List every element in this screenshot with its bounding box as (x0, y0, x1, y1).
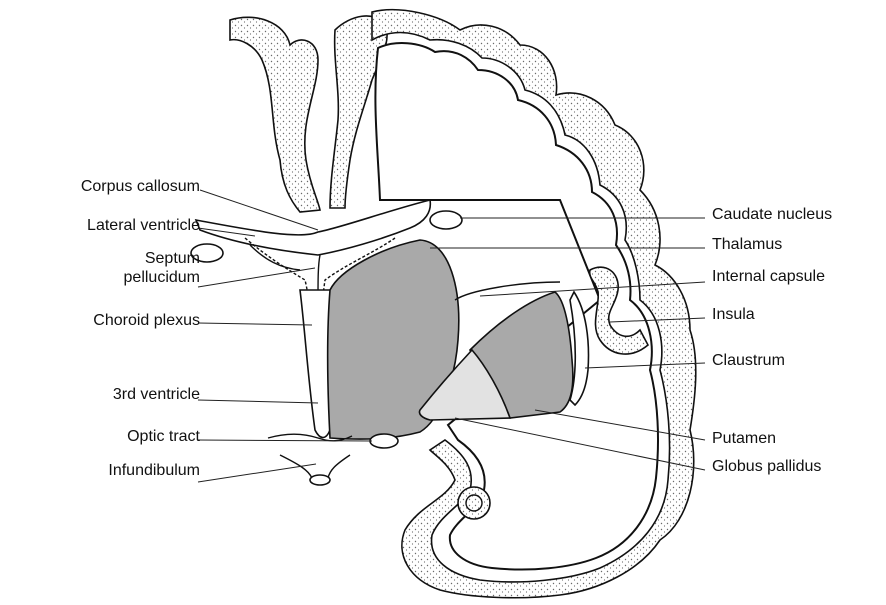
leader-choroid-plexus (198, 323, 312, 325)
label-infundibulum: Infundibulum (108, 462, 200, 480)
label-septum-line1: Septum (145, 250, 200, 268)
leader-third-ventricle (198, 400, 318, 403)
leader-septum (198, 268, 315, 287)
label-septum-line2: pellucidum (124, 269, 200, 287)
label-corpus-callosum: Corpus callosum (81, 178, 200, 196)
infundibulum-stalk (310, 475, 330, 485)
label-insula: Insula (712, 306, 755, 324)
leader-infundibulum (198, 464, 316, 482)
hippocampus-curl (458, 487, 490, 519)
leader-optic-tract (198, 440, 372, 441)
label-third-ventricle: 3rd ventricle (113, 386, 200, 404)
label-choroid-plexus: Choroid plexus (93, 312, 200, 330)
optic-tract (370, 434, 398, 448)
left-hemisphere-cortex (230, 17, 320, 212)
label-caudate-nucleus: Caudate nucleus (712, 206, 832, 224)
label-putamen: Putamen (712, 430, 776, 448)
infundibulum (280, 455, 350, 478)
label-claustrum: Claustrum (712, 352, 785, 370)
label-internal-capsule: Internal capsule (712, 268, 825, 286)
caudate-nucleus-oval (430, 211, 462, 229)
label-globus-pallidus: Globus pallidus (712, 458, 821, 476)
label-thalamus: Thalamus (712, 236, 782, 254)
label-lateral-ventricle: Lateral ventricle (87, 217, 200, 235)
label-optic-tract: Optic tract (127, 428, 200, 446)
